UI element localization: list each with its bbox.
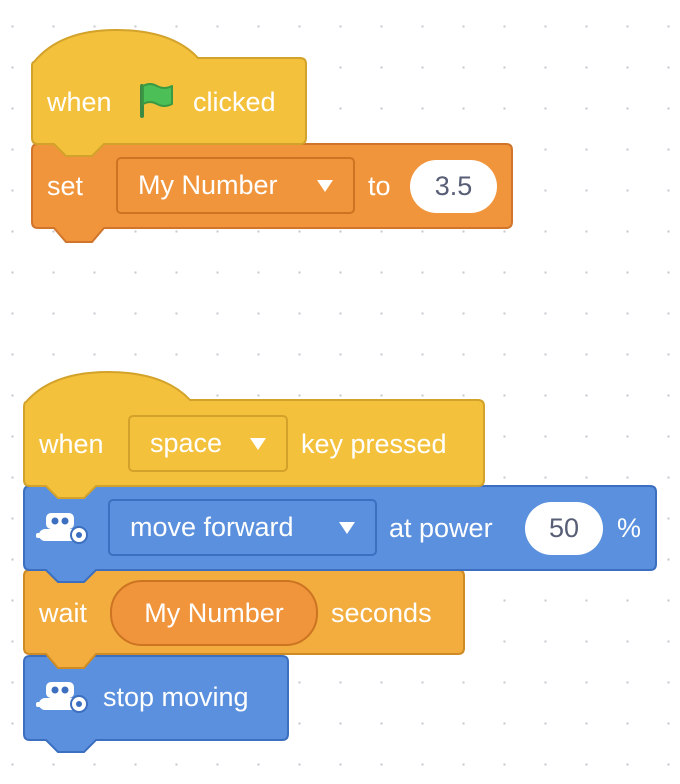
key-dropdown-label: space bbox=[150, 428, 223, 458]
when-label: when bbox=[47, 87, 112, 117]
to-label: to bbox=[368, 171, 391, 201]
seconds-label: seconds bbox=[331, 598, 432, 628]
clicked-label: clicked bbox=[193, 87, 276, 117]
stop-moving-label: stop moving bbox=[103, 682, 249, 712]
set-label: set bbox=[47, 171, 84, 201]
power-input[interactable]: 50 bbox=[525, 502, 603, 555]
at-power-label: at power bbox=[389, 513, 493, 543]
my-number-reporter[interactable]: My Number bbox=[110, 580, 318, 646]
value-input-text: 3.5 bbox=[434, 171, 473, 201]
move-direction-label: move forward bbox=[130, 512, 294, 542]
move-direction-dropdown[interactable]: move forward bbox=[108, 499, 377, 556]
wait-label: wait bbox=[39, 598, 88, 628]
dropdown-arrow-icon bbox=[339, 521, 355, 534]
my-number-reporter-label: My Number bbox=[144, 597, 284, 628]
variable-dropdown[interactable]: My Number bbox=[116, 157, 355, 214]
percent-label: % bbox=[617, 513, 642, 543]
stop-moving-block[interactable] bbox=[23, 655, 289, 753]
key-pressed-label: key pressed bbox=[301, 429, 447, 459]
robot-icon bbox=[36, 682, 88, 713]
dropdown-arrow-icon bbox=[250, 437, 266, 450]
dropdown-arrow-icon bbox=[317, 179, 333, 192]
green-flag-icon bbox=[140, 83, 173, 118]
power-input-text: 50 bbox=[548, 513, 580, 543]
variable-dropdown-label: My Number bbox=[138, 170, 278, 200]
robot-icon bbox=[36, 513, 88, 544]
value-input[interactable]: 3.5 bbox=[410, 160, 497, 213]
when-label: when bbox=[39, 429, 104, 459]
key-dropdown[interactable]: space bbox=[128, 415, 288, 472]
